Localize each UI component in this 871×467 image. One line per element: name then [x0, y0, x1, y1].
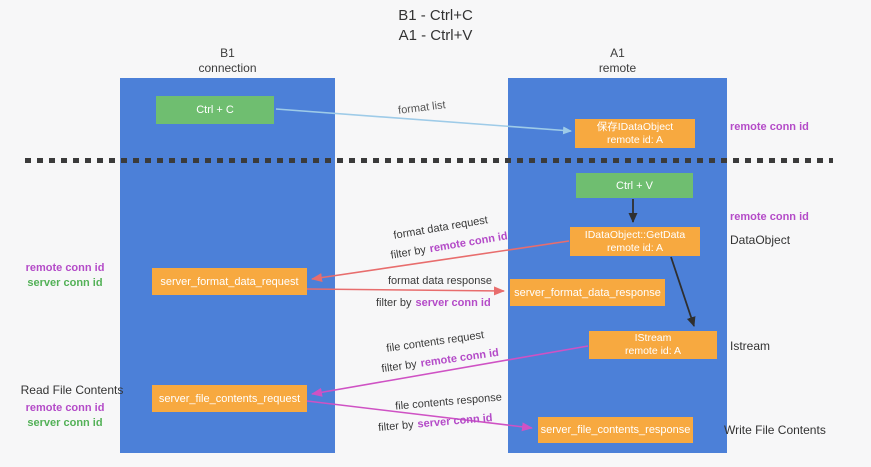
- node-save-idataobject-label: 保存IDataObject: [596, 120, 674, 133]
- node-idataobject-getdata: IDataObject::GetData remote id: A: [570, 227, 700, 256]
- node-server-file-contents-response: server_file_contents_response: [538, 417, 693, 443]
- lifeline-a1-name: A1: [610, 46, 625, 60]
- node-istream-label: IStream: [634, 332, 672, 344]
- edge-label-file-contents-response-filter: filter by server conn id: [378, 412, 493, 434]
- annotation-server-conn-id: server conn id: [27, 277, 103, 289]
- node-server-file-contents-response-label: server_file_contents_response: [540, 424, 691, 436]
- annotation-read-file-contents: Read File Contents: [20, 383, 124, 397]
- node-istream-sub: remote id: A: [624, 345, 682, 357]
- node-server-file-contents-request-label: server_file_contents_request: [158, 392, 301, 405]
- annotation-conn-ids-bottom-left: remote conn id server conn id: [15, 401, 115, 431]
- node-server-format-data-response: server_format_data_response: [510, 279, 665, 306]
- annotation-server-conn-id: server conn id: [27, 417, 103, 429]
- phase-separator-dashed-line: [25, 158, 833, 163]
- annotation-dataobject: DataObject: [730, 233, 791, 247]
- edge-label-file-contents-response: file contents response: [394, 391, 503, 413]
- annotation-remote-conn-id-mid: remote conn id: [730, 211, 809, 223]
- annotation-conn-ids-mid-left: remote conn id server conn id: [15, 261, 115, 291]
- lifeline-header-a1: A1 remote: [508, 46, 727, 76]
- node-ctrl-v-label: Ctrl + V: [616, 179, 653, 192]
- title-line-1: B1 - Ctrl+C: [398, 7, 473, 24]
- filter-prefix: filter by: [389, 243, 427, 262]
- filter-prefix: filter by: [377, 418, 415, 434]
- filter-prefix: filter by: [380, 358, 418, 376]
- diagram-title: B1 - Ctrl+C A1 - Ctrl+V: [0, 6, 871, 46]
- lifeline-b1-name: B1: [220, 46, 235, 60]
- annotation-remote-conn-id: remote conn id: [25, 402, 105, 414]
- edge-label-format-data-response-filter: filter by server conn id: [376, 297, 491, 309]
- node-ctrl-v: Ctrl + V: [576, 173, 693, 198]
- arrow-format-data-response: [306, 286, 505, 296]
- annotation-remote-conn-id: remote conn id: [25, 262, 105, 274]
- node-save-idataobject-sub: remote id: A: [606, 133, 664, 146]
- edge-label-format-data-response: format data response: [388, 275, 492, 287]
- lifeline-b1-role: connection: [198, 61, 257, 75]
- edge-label-format-list: format list: [397, 99, 447, 117]
- node-server-format-data-request: server_format_data_request: [152, 268, 307, 295]
- node-save-idataobject: 保存IDataObject remote id: A: [575, 119, 695, 148]
- annotation-write-file-contents: Write File Contents: [724, 423, 826, 437]
- node-server-format-data-request-label: server_format_data_request: [160, 275, 299, 288]
- annotation-remote-conn-id-top: remote conn id: [730, 121, 809, 133]
- node-server-format-data-response-label: server_format_data_response: [514, 286, 661, 299]
- node-idataobject-getdata-label: IDataObject::GetData: [584, 228, 686, 241]
- lifeline-a1-role: remote: [598, 61, 637, 75]
- filter-prefix: filter by: [376, 297, 412, 309]
- filter-key-server-conn-id: server conn id: [415, 297, 491, 309]
- node-idataobject-getdata-sub: remote id: A: [606, 241, 664, 254]
- title-line-2: A1 - Ctrl+V: [398, 27, 473, 44]
- node-istream: IStream remote id: A: [589, 331, 717, 359]
- node-ctrl-c-label: Ctrl + C: [196, 104, 234, 116]
- filter-key-server-conn-id: server conn id: [417, 412, 493, 431]
- annotation-istream: Istream: [730, 339, 771, 353]
- filter-key-remote-conn-id: remote conn id: [419, 346, 500, 370]
- lifeline-header-b1: B1 connection: [120, 46, 335, 76]
- node-server-file-contents-request: server_file_contents_request: [152, 385, 307, 412]
- node-ctrl-c: Ctrl + C: [156, 96, 274, 124]
